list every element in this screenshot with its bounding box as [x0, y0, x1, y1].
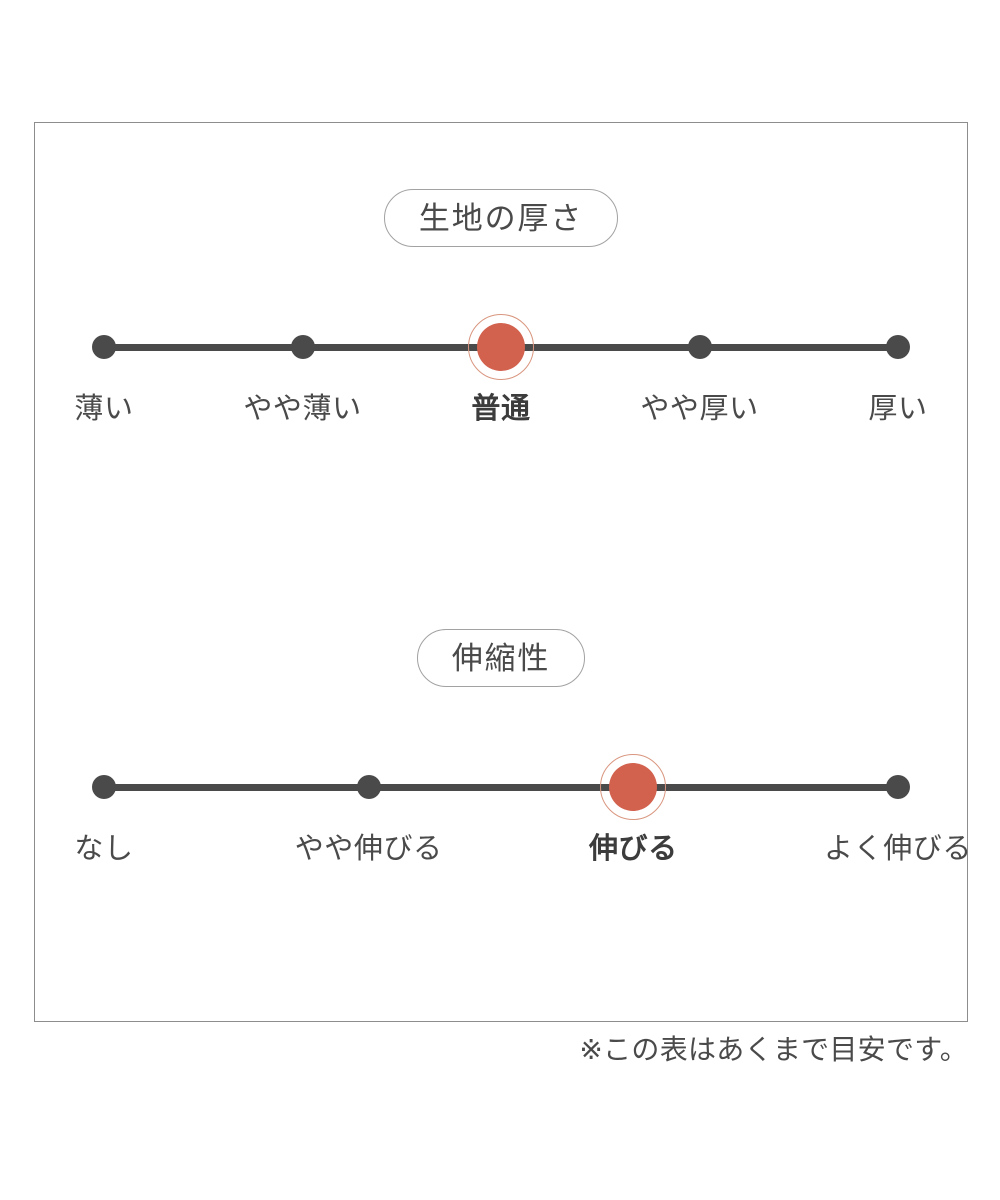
scale-point-thickness-2-selected[interactable]	[468, 314, 534, 380]
scale-points-thickness	[92, 314, 910, 380]
scale-label-thickness-4: 厚い	[868, 393, 928, 425]
scale-point-thickness-3[interactable]	[687, 335, 712, 359]
dot-icon	[609, 763, 658, 811]
dot-icon	[92, 775, 116, 799]
scale-point-stretch-0[interactable]	[92, 775, 116, 799]
scale-label-thickness-0: 薄い	[74, 393, 134, 425]
dot-icon	[477, 323, 525, 371]
section-fabric-thickness: 生地の厚さ 薄い やや薄い 普通 やや厚い 厚い	[35, 189, 967, 434]
scale-label-thickness-1: やや薄い	[243, 393, 362, 425]
section-stretchiness: 伸縮性 なし やや伸びる 伸びる よく伸びる	[35, 629, 971, 874]
scale-label-thickness-3: やや厚い	[640, 393, 759, 425]
scale-point-stretch-3[interactable]	[886, 775, 910, 799]
dot-icon	[886, 775, 910, 799]
scale-label-thickness-2-selected: 普通	[471, 393, 531, 425]
scale-label-stretch-0: なし	[74, 833, 134, 865]
scale-label-stretch-3: よく伸びる	[824, 833, 972, 865]
dot-icon	[92, 335, 116, 359]
scale-label-stretch-1: やや伸びる	[294, 833, 443, 865]
dot-icon	[356, 775, 381, 799]
scale-labels-thickness: 薄い やや薄い 普通 やや厚い 厚い	[35, 388, 967, 434]
section-title-stretch: 伸縮性	[416, 629, 586, 687]
halo-ring-icon	[600, 754, 667, 820]
dot-icon	[886, 335, 910, 359]
scale-point-thickness-0[interactable]	[92, 335, 116, 359]
scale-point-stretch-1[interactable]	[356, 775, 381, 799]
scale-label-stretch-2-selected: 伸びる	[588, 833, 678, 865]
scale-points-stretch	[92, 754, 910, 820]
scale-thickness	[35, 314, 967, 380]
footnote-disclaimer: ※この表はあくまで目安です。	[579, 1034, 968, 1065]
dot-icon	[687, 335, 712, 359]
dot-icon	[290, 335, 315, 359]
scale-point-thickness-1[interactable]	[290, 335, 315, 359]
section-title-thickness: 生地の厚さ	[383, 189, 619, 247]
halo-ring-icon	[468, 314, 534, 380]
section-title-wrap-thickness: 生地の厚さ	[35, 189, 967, 247]
scale-track-stretch	[104, 783, 898, 791]
scale-stretch	[35, 754, 967, 820]
spec-card: 生地の厚さ 薄い やや薄い 普通 やや厚い 厚い 伸縮性	[34, 122, 971, 1022]
scale-labels-stretch: なし やや伸びる 伸びる よく伸びる	[35, 828, 971, 874]
scale-point-stretch-2-selected[interactable]	[600, 754, 667, 820]
section-title-wrap-stretch: 伸縮性	[35, 629, 967, 687]
scale-point-thickness-4[interactable]	[886, 335, 910, 359]
